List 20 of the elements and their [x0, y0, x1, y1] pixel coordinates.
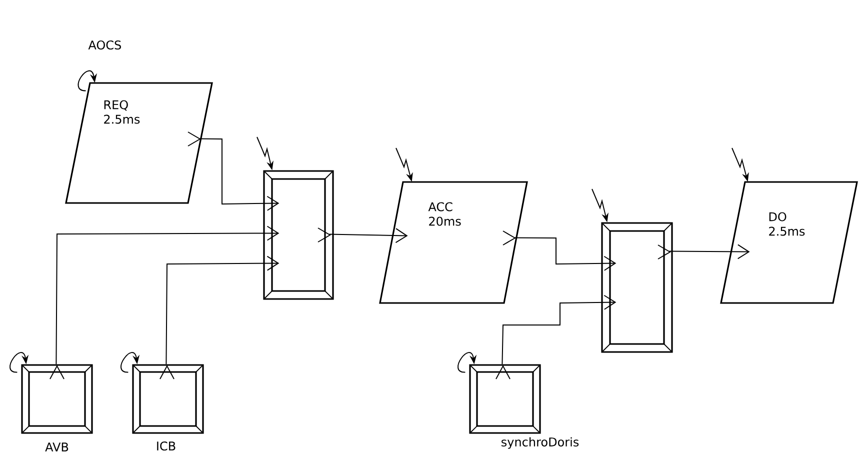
arrow: [56, 226, 280, 365]
loop-arrow: [10, 352, 29, 373]
title: AOCS: [88, 40, 121, 50]
task-parallelogram: ACC 20ms: [379, 181, 528, 304]
arrow: [328, 228, 408, 244]
task-parallelogram: DO 2.5ms: [720, 181, 858, 304]
arrow: [199, 138, 280, 211]
loop-arrow: [458, 352, 477, 373]
box-label: synchroDoris: [502, 437, 579, 449]
task-parallelogram: REQ 2.5ms: [65, 82, 213, 204]
loop-arrow: [120, 352, 140, 373]
arrow: [166, 256, 280, 365]
arrow: [502, 294, 616, 365]
frame-box: [263, 170, 334, 300]
frame-box: [601, 222, 673, 353]
box-label: AVB: [45, 442, 68, 452]
arrow: [514, 237, 616, 271]
arrow: [668, 244, 750, 260]
box-label: ICB: [157, 441, 176, 451]
loop-arrow: [78, 70, 97, 92]
